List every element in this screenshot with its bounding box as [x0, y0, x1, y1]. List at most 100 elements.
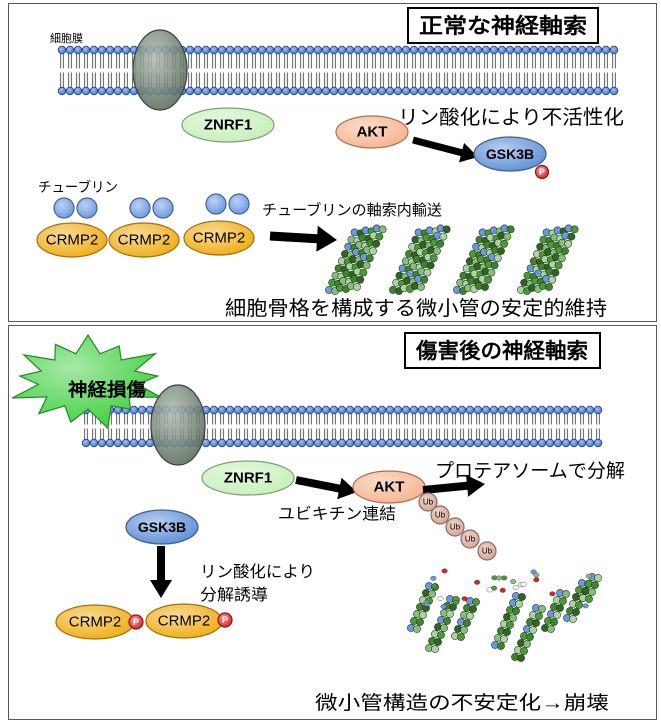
akt-node: AKT [352, 470, 426, 504]
crmp2-node: CRMP2 P [55, 604, 144, 640]
phospho-crmp2-row: CRMP2 P CRMP2 P [55, 603, 233, 640]
ubiquitin-bead-icon: Ub [430, 505, 450, 525]
phospho-label: P [222, 615, 228, 625]
tubulin-pairs [53, 193, 250, 219]
gsk3b-ellipse [125, 509, 199, 545]
microtubule-icon [347, 224, 387, 291]
microtubule-icon [451, 597, 480, 641]
microtubule-icon [511, 604, 546, 662]
outcome-note: 微小管構造の不安定化→崩壊 [315, 692, 609, 714]
microtubule-array [325, 224, 579, 295]
phosphorylation-note-line-2: 分解誘導 [200, 585, 268, 604]
gsk3b-node: GSK3B P [473, 136, 550, 180]
tubulin-label: チューブリン [38, 179, 118, 195]
znrf1-node: ZNRF1 [181, 107, 275, 143]
akt-label: AKT [374, 479, 405, 496]
phospho-icon: P [534, 164, 550, 180]
akt-degradation-arrow-icon [422, 474, 485, 497]
microtubule-icon [541, 589, 570, 633]
microtubule-icon [475, 224, 515, 291]
panel-title-box: 傷害後の神経軸索 [404, 332, 601, 369]
ubiquitin-chain: Ub Ub Ub Ub Ub [418, 492, 497, 561]
gsk3b-node: GSK3B [125, 509, 199, 545]
gsk3b-ellipse [473, 136, 547, 172]
tubulin-icon [129, 197, 151, 219]
ub-label: Ub [465, 535, 476, 544]
akt-label: AKT [357, 124, 388, 141]
phospho-circle [217, 612, 233, 628]
tubulin-icon [53, 197, 75, 219]
ub-label: Ub [450, 523, 461, 532]
akt-to-gsk3b-arrow-icon [412, 136, 478, 163]
gsk3b-label: GSK3B [138, 519, 186, 535]
znrf1-label: ZNRF1 [204, 117, 252, 134]
crmp2-ellipse [36, 222, 108, 258]
normal-axon-panel: 正常な神経軸索 細胞膜 ZNRF1 AKT リン酸化により不活性化 GSK3B … [8, 3, 657, 322]
membrane-label: 細胞膜 [50, 32, 83, 45]
ubiquitin-circle [445, 517, 465, 537]
microtubule-icon [425, 595, 460, 653]
phospho-icon: P [128, 614, 144, 630]
ubiquitin-bead-icon: Ub [477, 541, 497, 561]
crmp2-ellipse [108, 222, 180, 258]
microtubule-icon [539, 224, 579, 291]
ubiquitin-bead-icon: Ub [445, 517, 465, 537]
crmp2-label: CRMP2 [118, 232, 171, 249]
injury-starburst-icon [11, 333, 162, 430]
membrane-protein-icon [150, 384, 206, 466]
crmp2-label: CRMP2 [46, 232, 99, 249]
injured-axon-panel: 傷害後の神経軸索 神経損傷 ZNRF1 AKT プロテアソームで分解 ユビキチン… [8, 325, 657, 720]
ub-label: Ub [435, 511, 446, 520]
panel-title: 正常な神経軸索 [419, 14, 587, 38]
ubiquitin-bead-icon: Ub [460, 529, 480, 549]
transport-note: チューブリンの軸索内輸送 [262, 201, 442, 219]
ubiquitin-circle [418, 492, 438, 512]
crmp2-node: CRMP2 P [145, 603, 233, 639]
znrf1-ellipse [181, 107, 275, 143]
injury-marker: 神経損傷 [11, 333, 162, 430]
znrf1-ellipse [201, 460, 295, 496]
znrf1-label: ZNRF1 [224, 470, 272, 487]
outcome-note: 細胞骨格を構成する微小管の安定的維持 [225, 297, 607, 320]
crmp2-label: CRMP2 [69, 614, 122, 631]
microtubule-icon [579, 573, 602, 603]
panel-title-frame [404, 332, 601, 369]
akt-node: AKT [335, 115, 409, 149]
transport-arrow-icon [269, 225, 337, 252]
degradation-note: プロテアソームで分解 [435, 460, 625, 482]
broken-microtubule-array [407, 568, 602, 662]
phospho-circle [534, 164, 550, 180]
ubiquitin-circle [460, 529, 480, 549]
microtubule-icon [411, 224, 451, 291]
crmp2-node: CRMP2 [108, 222, 180, 258]
phospho-label: P [133, 617, 139, 627]
cell-membrane-icon [57, 45, 619, 96]
ubiquitin-bead-icon: Ub [418, 492, 438, 512]
crmp2-label: CRMP2 [193, 230, 246, 247]
phospho-circle [128, 614, 144, 630]
panel-title: 傷害後の神経軸索 [415, 339, 588, 363]
phospho-label: P [539, 167, 545, 177]
tubulin-fragments [423, 568, 592, 609]
panel-title-box: 正常な神経軸索 [407, 7, 599, 44]
crmp2-node: CRMP2 [183, 220, 255, 256]
ubiquitin-circle [430, 505, 450, 525]
microtubule-icon [491, 592, 526, 650]
crmp2-label: CRMP2 [158, 613, 211, 630]
znrf1-node: ZNRF1 [201, 460, 295, 496]
gsk3b-to-crmp2-arrow-icon [150, 546, 172, 598]
panel-title-frame [407, 7, 599, 44]
injury-label: 神経損傷 [68, 379, 146, 400]
crmp2-node: CRMP2 [36, 222, 108, 258]
ub-label: Ub [423, 498, 434, 507]
tubulin-icon [152, 197, 174, 219]
ubiquitin-circle [477, 541, 497, 561]
crmp2-row: CRMP2 CRMP2 CRMP2 [36, 220, 255, 258]
phospho-icon: P [217, 612, 233, 628]
gsk3b-label: GSK3B [486, 146, 534, 162]
akt-ellipse [335, 115, 409, 149]
tubulin-icon [205, 193, 227, 215]
ubiquitination-note: ユビキチン連結 [278, 505, 396, 523]
crmp2-ellipse [183, 220, 255, 256]
